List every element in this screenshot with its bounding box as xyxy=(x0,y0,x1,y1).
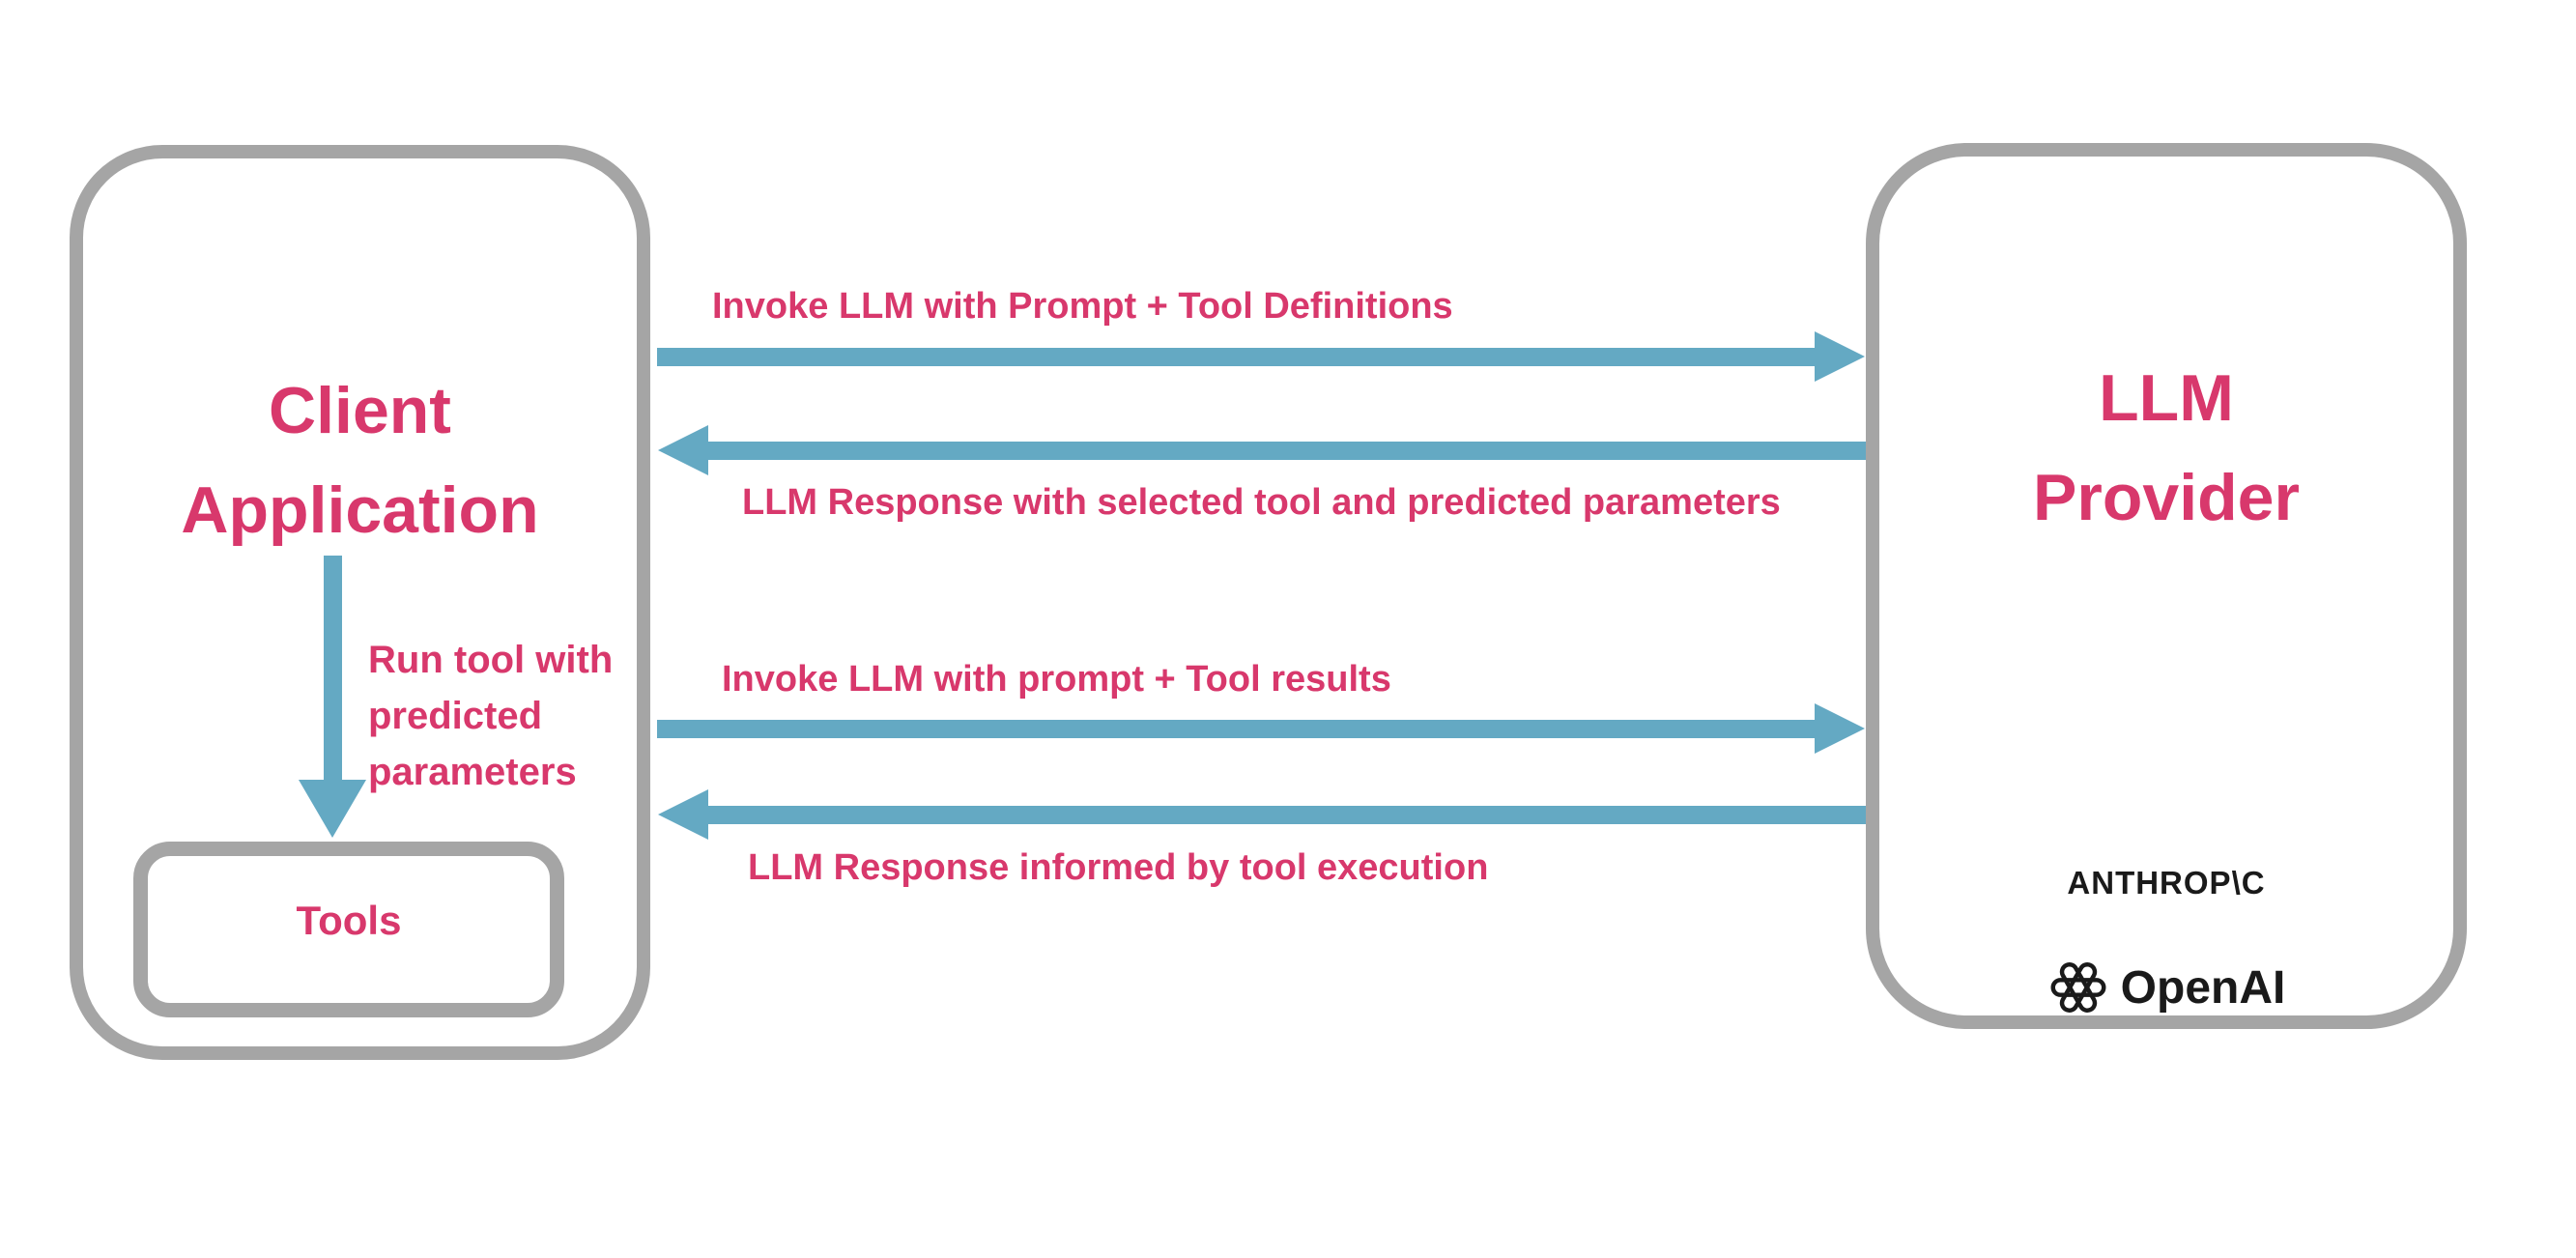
arrow-label-invoke-definitions: Invoke LLM with Prompt + Tool Definition… xyxy=(712,286,1453,327)
arrowhead-down-icon xyxy=(299,780,366,838)
llm-provider-box xyxy=(1866,143,2467,1029)
tools-box: Tools xyxy=(133,842,564,1017)
llm-provider-title: LLM Provider xyxy=(1866,349,2467,548)
arrowhead-right-icon xyxy=(1815,331,1865,382)
llm-title-line2: Provider xyxy=(2033,461,2300,534)
arrowhead-right-icon xyxy=(1815,703,1865,754)
arrowhead-left-icon xyxy=(658,425,708,475)
arrow-shaft xyxy=(657,720,1815,738)
client-title-line1: Client xyxy=(269,374,451,447)
arrow-shaft xyxy=(657,348,1815,366)
run-tool-label-line1: Run tool with xyxy=(368,639,614,681)
arrow-shaft xyxy=(708,442,1866,460)
client-title-line2: Application xyxy=(181,473,539,547)
anthropic-logo: ANTHROP\C xyxy=(2067,865,2266,901)
run-tool-label-line2: predicted xyxy=(368,695,543,737)
openai-wordmark: OpenAI xyxy=(2120,961,2286,1014)
openai-icon xyxy=(2050,962,2106,1013)
llm-title-line1: LLM xyxy=(2099,361,2234,435)
arrow-label-invoke-results: Invoke LLM with prompt + Tool results xyxy=(722,659,1391,700)
arrow-shaft xyxy=(324,556,342,780)
arrow-shaft xyxy=(708,806,1866,824)
run-tool-label: Run tool with predicted parameters xyxy=(368,632,613,800)
arrow-label-response-selected-tool: LLM Response with selected tool and pred… xyxy=(742,482,1781,523)
tools-label: Tools xyxy=(296,898,402,943)
openai-logo: OpenAI xyxy=(1866,953,2467,1022)
client-application-box xyxy=(70,145,650,1060)
client-application-title: Client Application xyxy=(70,361,650,560)
arrow-label-response-informed: LLM Response informed by tool execution xyxy=(748,847,1489,888)
arrowhead-left-icon xyxy=(658,789,708,840)
run-tool-label-line3: parameters xyxy=(368,751,577,793)
